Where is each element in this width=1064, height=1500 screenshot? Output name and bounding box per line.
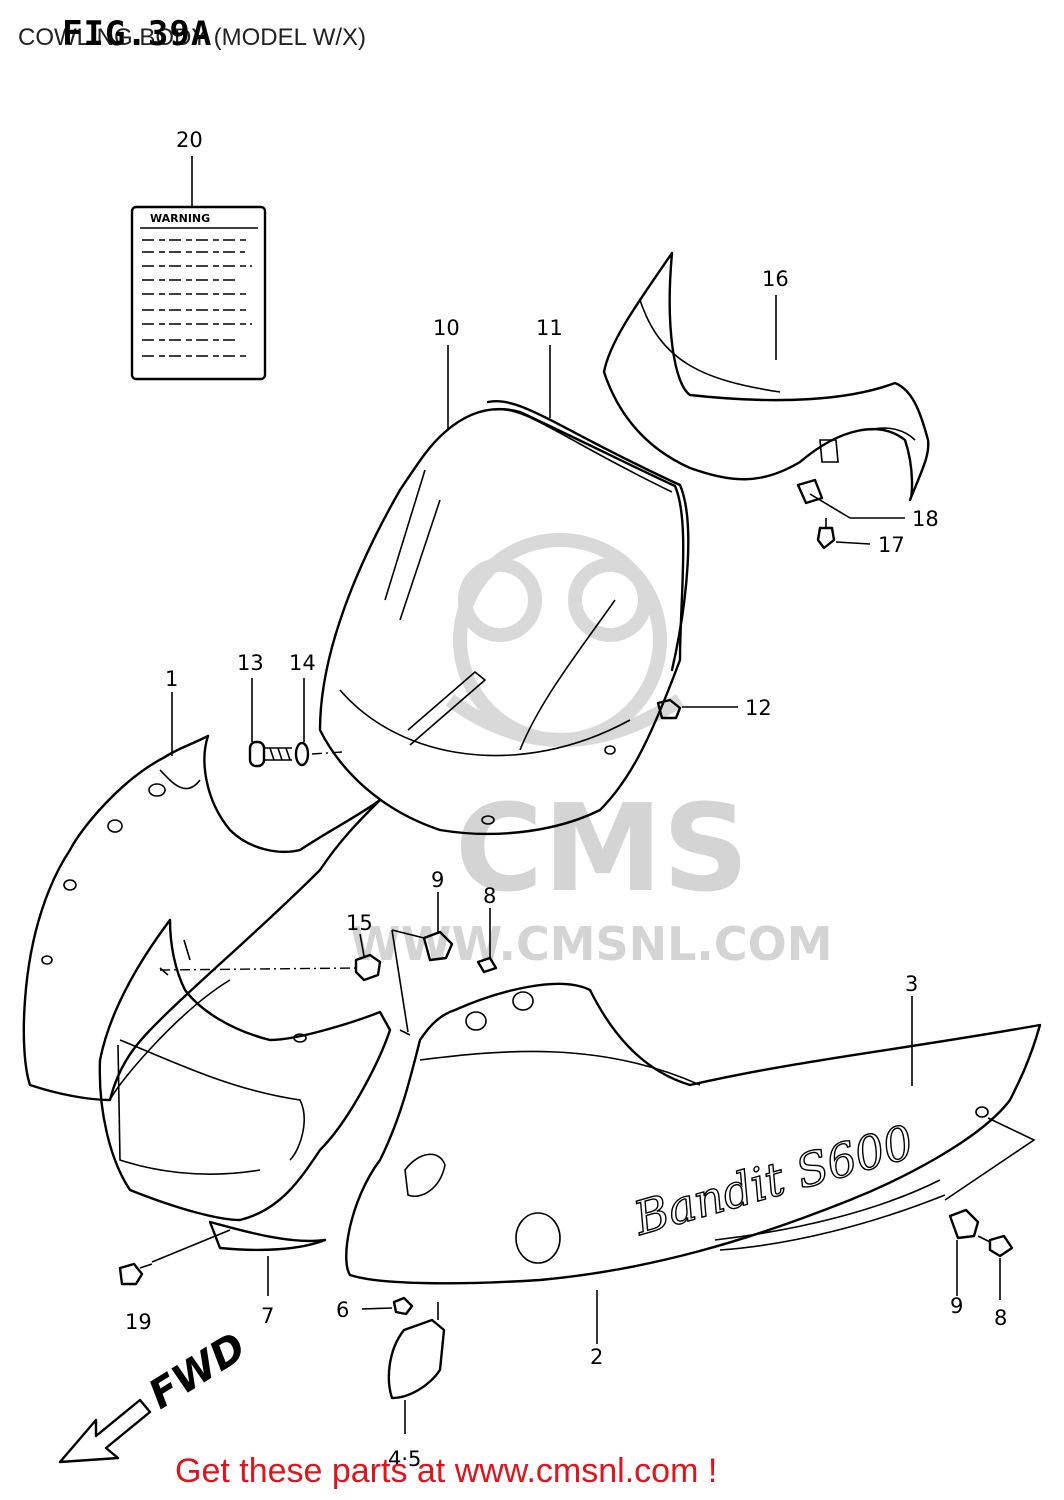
fwd-label: FWD (141, 1324, 254, 1418)
callout-2: 2 (590, 1345, 603, 1369)
decal-bandit: Bandit S600 (627, 1114, 919, 1245)
part-10-windscreen (318, 407, 685, 836)
callout-8-upper: 8 (483, 884, 496, 908)
callout-13: 13 (237, 651, 264, 675)
callout-15: 15 (346, 911, 373, 935)
callout-16: 16 (762, 267, 789, 291)
warning-label-heading: WARNING (150, 212, 210, 225)
callout-11: 11 (536, 316, 563, 340)
callout-18: 18 (912, 507, 939, 531)
part-15-grommet (159, 953, 382, 982)
forward-direction-indicator: FWD (58, 1324, 254, 1464)
watermark-brand: CMS (455, 780, 749, 919)
watermark-url: WWW.CMSNL.COM (350, 917, 833, 971)
callout-1: 1 (165, 667, 178, 691)
part-8-screw-upper (476, 956, 498, 974)
part-18-clip-nut (796, 478, 824, 505)
part-12-nut (656, 698, 682, 720)
callout-17: 17 (878, 533, 905, 557)
callout-9-right: 9 (950, 1294, 963, 1318)
figure-subtitle: COWLING BODY (MODEL W/X) (18, 24, 367, 51)
part-11-windscreen-trim (486, 399, 690, 672)
callout-14: 14 (289, 651, 316, 675)
part-20-warning-label: WARNING (130, 205, 267, 381)
part-6-screw (361, 1296, 414, 1316)
callout-4-5: 4·5 (388, 1447, 421, 1471)
callout-8-right: 8 (994, 1306, 1007, 1330)
part-2-side-cowling: Bandit S600 (345, 982, 1042, 1285)
callout-numbers: 20 16 10 11 18 17 12 13 14 1 15 9 8 3 19… (125, 128, 1007, 1471)
part-4-5-bracket (387, 1302, 446, 1400)
leader-lines (171, 156, 1001, 1434)
part-14-washer (294, 741, 343, 767)
part-9-cushion-upper (391, 929, 454, 1036)
footer-link[interactable]: Get these parts at www.cmsnl.com ! (175, 1452, 718, 1490)
part-8-screw-right (977, 1234, 1014, 1258)
figure-title: FIG.39A (62, 14, 213, 54)
callout-7: 7 (261, 1304, 274, 1328)
callout-12: 12 (745, 696, 772, 720)
callout-19: 19 (125, 1310, 152, 1334)
callout-9-upper: 9 (431, 868, 444, 892)
part-7-inner-panel (98, 918, 392, 1252)
part-9-cushion-right (944, 1117, 1036, 1240)
part-19-screw (118, 1229, 231, 1286)
part-17-screw (816, 518, 836, 550)
part-16-meter-cover (602, 251, 930, 502)
callout-20: 20 (176, 128, 203, 152)
part-13-screw (248, 740, 292, 768)
watermark: CMS WWW.CMSNL.COM (350, 533, 833, 971)
callout-3: 3 (905, 972, 918, 996)
callout-6: 6 (336, 1298, 349, 1322)
callout-10: 10 (433, 316, 460, 340)
part-1-upper-cowling (22, 734, 382, 1102)
